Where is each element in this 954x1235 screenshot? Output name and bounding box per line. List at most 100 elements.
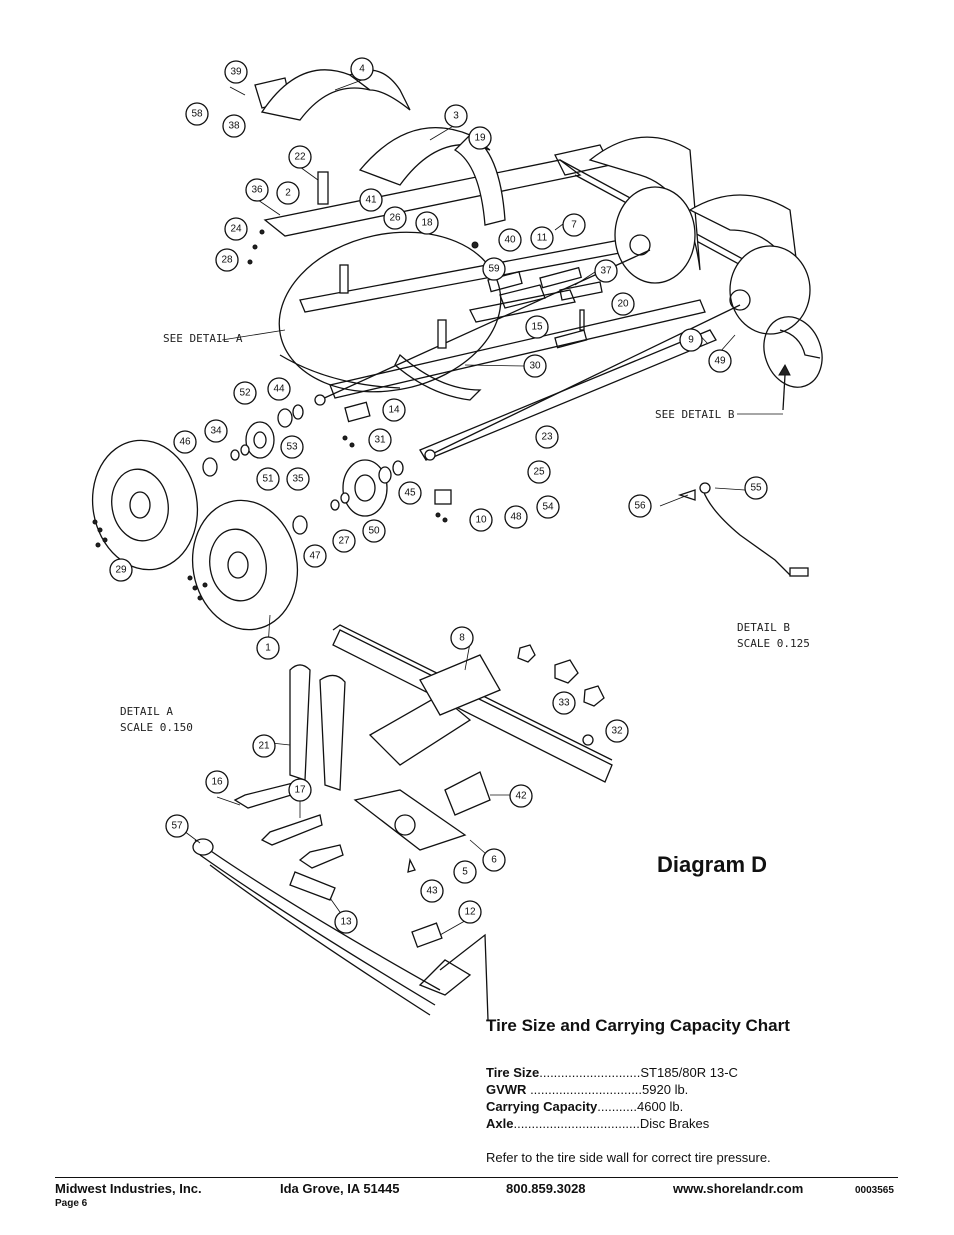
svg-text:1: 1 [265,643,271,654]
footer-company: Midwest Industries, Inc. [55,1181,202,1196]
spec-row-axle: Axle...................................D… [486,1115,886,1132]
svg-text:36: 36 [251,185,263,196]
svg-text:12: 12 [464,907,476,918]
svg-text:4: 4 [359,64,365,75]
svg-text:20: 20 [617,299,629,310]
part-balloon-17: 17 [288,778,312,802]
svg-text:16: 16 [211,777,223,788]
svg-text:38: 38 [228,121,240,132]
part-balloon-20: 20 [611,292,635,316]
footer-location: Ida Grove, IA 51445 [280,1181,400,1196]
svg-text:47: 47 [309,551,321,562]
part-balloon-31: 31 [368,428,392,452]
svg-text:25: 25 [533,467,545,478]
svg-text:41: 41 [365,195,377,206]
svg-text:55: 55 [750,483,762,494]
part-balloon-29: 29 [109,558,133,582]
part-balloon-24: 24 [224,217,248,241]
hardware-pieces [247,171,588,523]
part-balloon-58: 58 [185,102,209,126]
part-balloon-11: 11 [530,226,554,250]
front-tires [91,439,299,631]
fenders [260,69,801,309]
part-balloon-39: 39 [224,60,248,84]
part-balloon-51: 51 [256,467,280,491]
part-balloon-53: 53 [280,435,304,459]
part-balloon-50: 50 [362,519,386,543]
svg-text:15: 15 [531,322,543,333]
part-balloon-14: 14 [382,398,406,422]
part-balloon-4: 4 [350,57,374,81]
part-balloon-35: 35 [286,467,310,491]
svg-text:37: 37 [600,266,612,277]
spec-value: Disc Brakes [639,1116,710,1131]
part-balloon-23: 23 [535,425,559,449]
part-balloon-48: 48 [504,505,528,529]
part-balloon-9: 9 [679,328,703,352]
svg-text:13: 13 [340,917,352,928]
part-balloon-32: 32 [605,719,629,743]
tire-capacity-chart: Tire Size and Carrying Capacity Chart Ti… [486,1016,886,1165]
svg-text:35: 35 [292,474,304,485]
svg-text:43: 43 [426,886,438,897]
part-balloon-8: 8 [450,626,474,650]
brake-line-detail-b [677,316,823,577]
svg-text:7: 7 [571,220,577,231]
part-balloon-45: 45 [398,481,422,505]
svg-text:14: 14 [388,405,400,416]
part-balloon-21: 21 [252,734,276,758]
tire-pressure-note: Refer to the tire side wall for correct … [486,1150,771,1165]
svg-text:40: 40 [504,235,516,246]
part-balloon-16: 16 [205,770,229,794]
svg-text:23: 23 [541,432,553,443]
svg-text:48: 48 [510,512,522,523]
svg-text:33: 33 [558,698,570,709]
svg-text:22: 22 [294,152,306,163]
spec-label: Tire Size [486,1065,540,1080]
svg-text:11: 11 [537,233,548,244]
svg-text:53: 53 [286,442,298,453]
part-balloon-56: 56 [628,494,652,518]
detail-b-scale: SCALE 0.125 [737,637,810,650]
svg-text:39: 39 [230,67,242,78]
svg-text:17: 17 [294,785,306,796]
part-balloon-22: 22 [288,145,312,169]
spec-leader: ................................... [513,1116,640,1131]
part-balloon-33: 33 [552,691,576,715]
spec-row-tire-size: Tire Size............................ST1… [486,1064,886,1081]
svg-text:51: 51 [262,474,274,485]
part-balloon-1: 1 [256,636,280,660]
footer-divider [55,1177,898,1178]
axles [314,249,741,461]
svg-text:6: 6 [491,855,497,866]
spec-row-gvwr: GVWR ...............................5920… [486,1081,886,1098]
svg-text:56: 56 [634,501,646,512]
spec-value: 5920 lb. [642,1082,689,1097]
part-balloon-49: 49 [708,349,732,373]
svg-text:34: 34 [210,426,222,437]
part-balloon-25: 25 [527,460,551,484]
svg-text:27: 27 [338,536,350,547]
spec-leader: ........... [597,1099,637,1114]
svg-text:2: 2 [285,188,291,199]
hubs-and-bearings [202,404,404,535]
part-balloon-36: 36 [245,178,269,202]
svg-text:29: 29 [115,565,127,576]
part-balloon-7: 7 [562,213,586,237]
svg-text:18: 18 [421,218,433,229]
svg-text:30: 30 [529,361,541,372]
detail-a-scale: SCALE 0.150 [120,721,193,734]
detail-a-components [192,624,613,1021]
spec-label: Carrying Capacity [486,1099,598,1114]
chart-title: Tire Size and Carrying Capacity Chart [486,1016,790,1035]
part-balloon-6: 6 [482,848,506,872]
detail-b-name: DETAIL B [737,621,790,634]
svg-text:58: 58 [191,109,203,120]
svg-text:52: 52 [239,388,251,399]
svg-text:44: 44 [273,384,285,395]
part-balloon-27: 27 [332,529,356,553]
svg-text:8: 8 [459,633,465,644]
rear-wheels [614,186,811,335]
diagram-title: Diagram D [657,852,768,877]
spec-value: ST185/80R 13-C [640,1065,738,1080]
